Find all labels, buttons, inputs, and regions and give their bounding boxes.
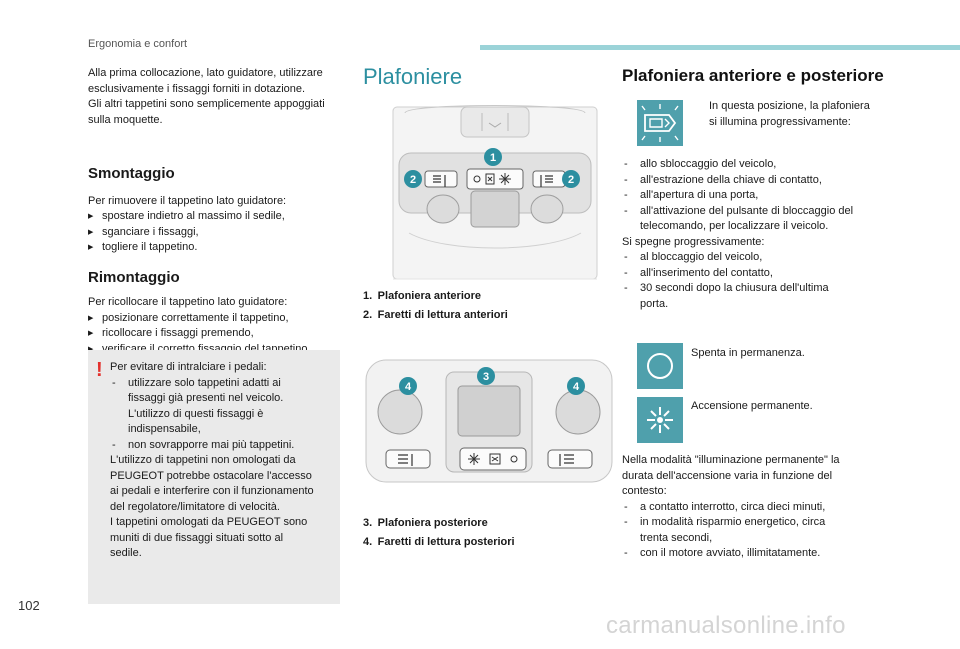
- off-list-item: all'inserimento del contatto,: [622, 266, 882, 282]
- front-main-switch: [466, 168, 524, 190]
- plafoniere-title: Plafoniere: [363, 64, 463, 89]
- rear-ceiling-light-illustration: 4 3 4: [365, 359, 613, 483]
- off-mode-label: Spenta in permanenza.: [691, 347, 805, 359]
- on-list-item: all'estrazione della chiave di contatto,: [622, 173, 882, 189]
- smontaggio-step: sganciare i fissaggi,: [88, 225, 343, 241]
- permanent-paragraph: Nella modalità "illuminazione permanente…: [622, 454, 840, 497]
- badge-2-left-label: 2: [410, 174, 416, 186]
- permanent-mode-details: Nella modalità "illuminazione permanente…: [622, 453, 882, 562]
- permanent-mode-icon-tile: [637, 397, 683, 443]
- car-door-icon: [641, 104, 679, 142]
- on-list-item: allo sbloccaggio del veicolo,: [622, 157, 882, 173]
- door-mode-text: In questa posizione, la plafoniera si il…: [709, 100, 870, 128]
- badge-3: [477, 367, 495, 385]
- off-mode-icon-tile: [637, 343, 683, 389]
- left-column: Alla prima collocazione, lato guidatore,…: [88, 66, 343, 357]
- off-list-item: 30 secondi dopo la chiusura dell'ultima …: [622, 281, 882, 312]
- circle-off-icon: [647, 353, 673, 379]
- off-list-item: al bloccaggio del veicolo,: [622, 250, 882, 266]
- smontaggio-heading: Smontaggio: [88, 165, 175, 182]
- badge-2-right-label: 2: [568, 174, 574, 186]
- badge-2-right: [562, 170, 580, 188]
- front-captions: 1. Plafoniera anteriore 2. Faretti di le…: [363, 287, 623, 325]
- caption-rear-reading: 4. Faretti di lettura posteriori: [363, 536, 515, 548]
- intro-line: Alla prima collocazione, lato guidatore,…: [88, 67, 323, 79]
- on-list-item: all'attivazione del pulsante di bloccagg…: [622, 204, 882, 235]
- rimontaggio-intro: Per ricollocare il tappetino lato guidat…: [88, 296, 288, 308]
- smontaggio-intro: Per rimuovere il tappetino lato guidator…: [88, 194, 287, 207]
- warning-intro: Per evitare di intralciare i pedali:: [110, 361, 267, 373]
- intro-line: Gli altri tappetini sono semplicemente a…: [88, 98, 325, 110]
- warning-text: L'utilizzo di tappetini non omologati da…: [110, 454, 314, 559]
- permanent-list-item: con il motore avviato, illimitatamente.: [622, 546, 882, 562]
- badge-2-left: [404, 170, 422, 188]
- caption-front-reading: 2. Faretti di lettura anteriori: [363, 309, 508, 321]
- warning-box: ! Per evitare di intralciare i pedali: u…: [88, 350, 340, 604]
- badge-3-label: 3: [483, 371, 489, 383]
- caption-rear-light: 3. Plafoniera posteriore: [363, 517, 488, 529]
- sun-light-icon: [647, 407, 673, 433]
- permanent-mode-label: Accensione permanente.: [691, 400, 813, 412]
- off-intro: Si spegne progressivamente:: [622, 235, 765, 248]
- caption-front-light: 1. Plafoniera anteriore: [363, 290, 481, 302]
- smontaggio-step: togliere il tappetino.: [88, 240, 343, 256]
- badge-4-left-label: 4: [405, 381, 412, 393]
- intro-line: esclusivamente i fissaggi forniti in dot…: [88, 82, 306, 95]
- warning-item: utilizzare solo tappetini adatti ai fiss…: [110, 376, 330, 438]
- badge-1: [484, 148, 502, 166]
- on-list-item: all'apertura di una porta,: [622, 188, 882, 204]
- page-number: 102: [18, 598, 40, 613]
- permanent-list-item: a contatto interrotto, circa dieci minut…: [622, 500, 882, 516]
- permanent-list-item: in modalità risparmio energetico, circa …: [622, 515, 882, 546]
- rimontaggio-step: posizionare correttamente il tappetino,: [88, 311, 343, 327]
- section-header: Ergonomia e confort: [88, 38, 188, 50]
- intro-line: sulla moquette.: [88, 113, 163, 126]
- door-mode-icon-tile: [637, 100, 683, 146]
- rear-captions: 3. Plafoniera posteriore 4. Faretti di l…: [363, 514, 623, 552]
- right-title: Plafoniera anteriore e posteriore: [622, 66, 884, 85]
- rear-main-switch: [459, 447, 527, 471]
- warning-item: non sovrapporre mai più tappetini.: [110, 438, 330, 454]
- badge-4-right: [567, 377, 585, 395]
- badge-4-left: [399, 377, 417, 395]
- badge-4-right-label: 4: [573, 381, 580, 393]
- watermark: carmanualsonline.info: [606, 612, 846, 639]
- front-ceiling-light-illustration: 1 2 2: [385, 103, 605, 283]
- header-bar: [480, 45, 960, 50]
- smontaggio-step: spostare indietro al massimo il sedile,: [88, 209, 343, 225]
- rimontaggio-heading: Rimontaggio: [88, 268, 180, 286]
- warning-icon: !: [96, 359, 103, 381]
- badge-1-label: 1: [490, 152, 496, 164]
- behaviour-lists: allo sbloccaggio del veicolo, all'estraz…: [622, 157, 882, 312]
- rimontaggio-step: ricollocare i fissaggi premendo,: [88, 326, 343, 342]
